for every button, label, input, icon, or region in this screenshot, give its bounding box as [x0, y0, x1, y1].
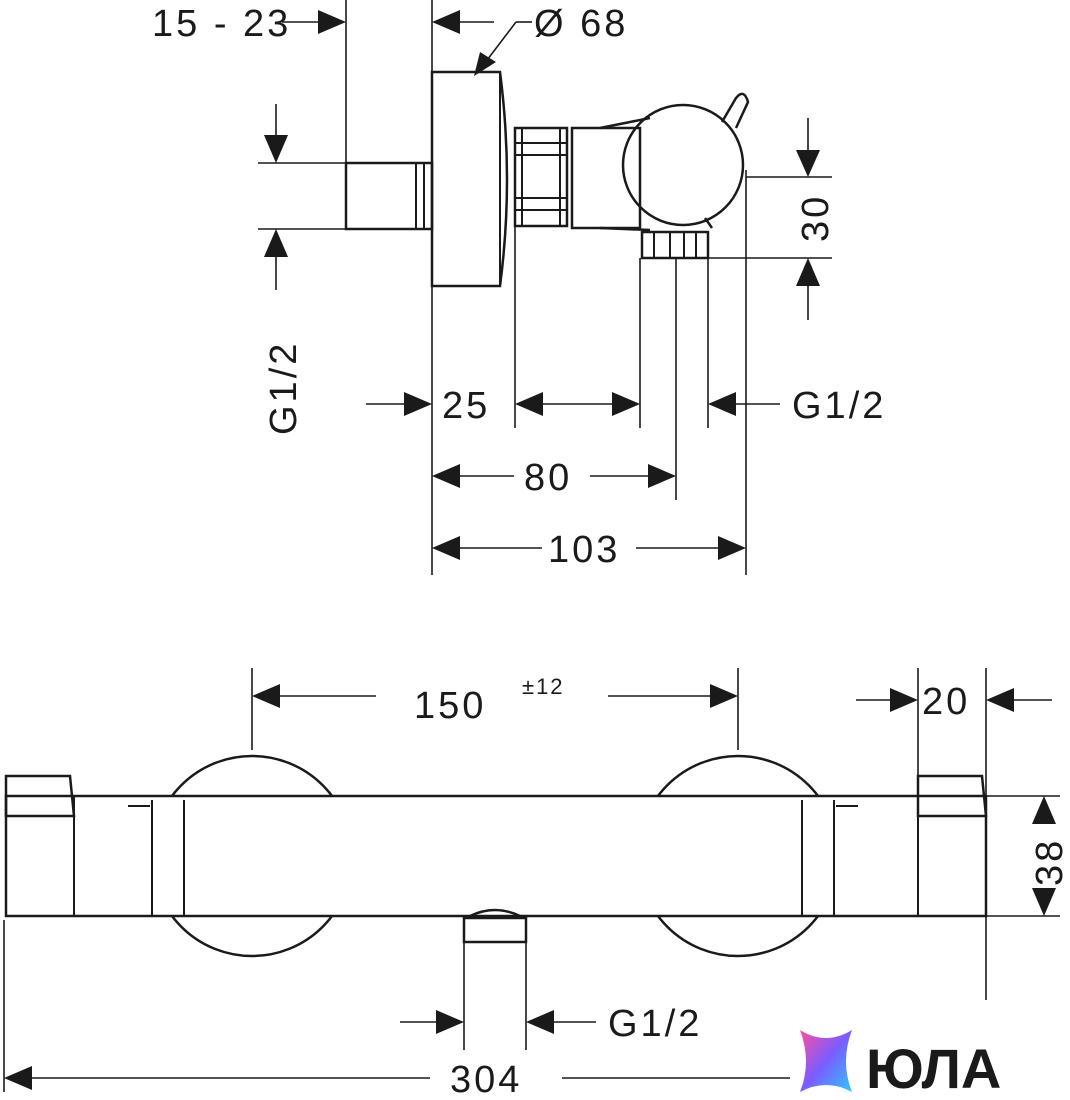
dim-depth-103-label: 103: [548, 529, 620, 571]
thermostat-handle-side: [621, 92, 750, 229]
dim-body-height-label: 38: [1029, 838, 1070, 886]
right-handle: [916, 774, 988, 818]
front-view: 150 ±12 20 38 G1/2 304: [3, 668, 1070, 1100]
dim-diameter-label: Ø 68: [534, 3, 628, 45]
dim-depth-80-label: 80: [524, 457, 572, 499]
dim-tolerance-label: ±12: [522, 674, 565, 699]
union-nut: [513, 126, 569, 228]
dim-handle-width-label: 20: [922, 681, 970, 723]
dim-connection-depth-label: 15 - 23: [152, 3, 291, 45]
dim-thread-right-label: G1/2: [792, 385, 886, 427]
outlet-nut-side: [640, 230, 710, 260]
dim-height-30-label: 30: [795, 194, 837, 242]
outlet-spout-front: [462, 908, 528, 944]
mixer-body-front: [4, 794, 988, 918]
yula-logo: ЮЛА: [800, 1030, 1001, 1100]
dim-thread-left-label: G1/2: [263, 341, 305, 435]
dim-depth-25-label: 25: [442, 385, 490, 427]
left-handle: [4, 774, 76, 818]
dim-outlet-thread-label: G1/2: [608, 1003, 702, 1045]
dim-centre-distance-label: 150: [414, 685, 486, 727]
eccentric-connector: [344, 161, 434, 231]
dim-total-length-label: 304: [450, 1059, 522, 1100]
yula-logo-mark: [800, 1030, 852, 1092]
wall-flange: [430, 70, 509, 288]
mixer-body-side: [570, 116, 651, 232]
yula-logo-text: ЮЛА: [866, 1037, 1001, 1100]
side-view: 15 - 23 Ø 68 G1/2 25 G1/2 80 103: [152, 0, 886, 575]
